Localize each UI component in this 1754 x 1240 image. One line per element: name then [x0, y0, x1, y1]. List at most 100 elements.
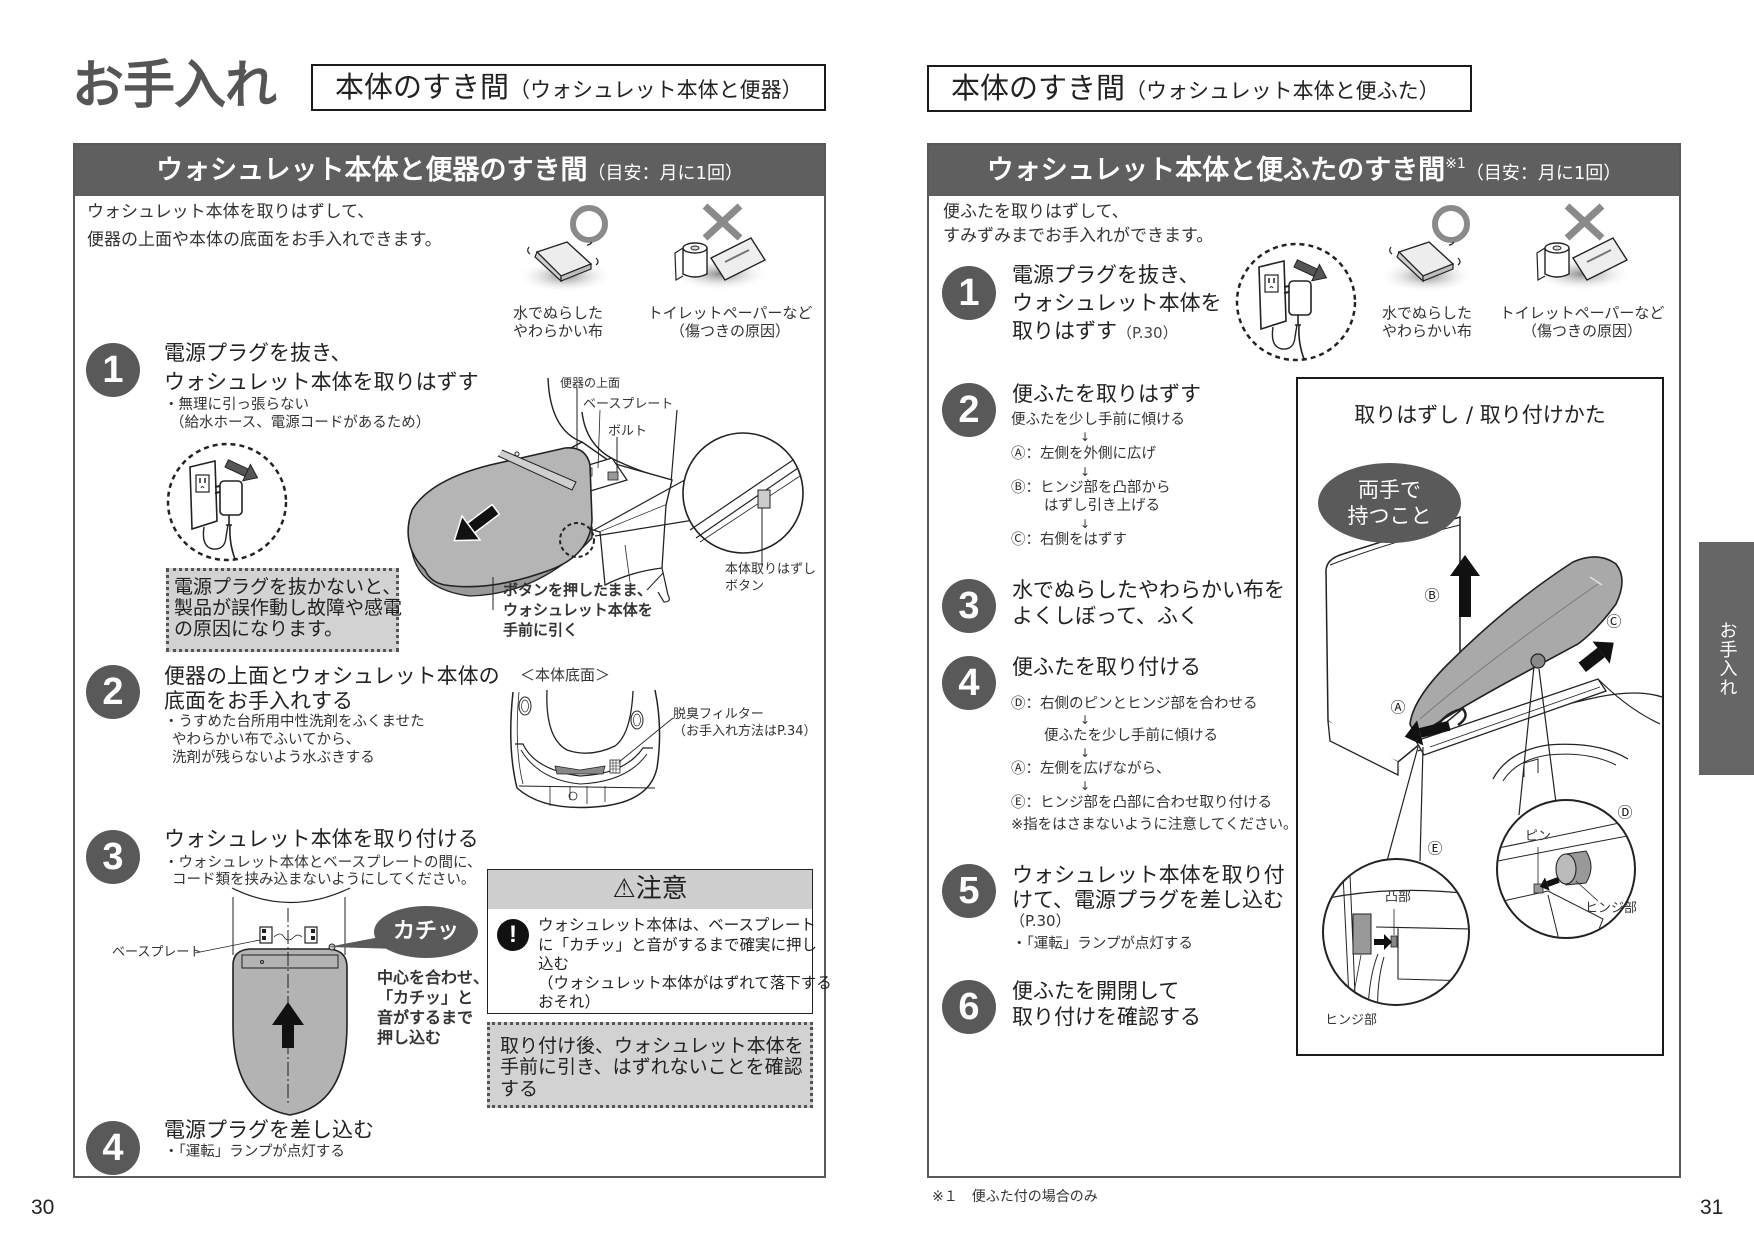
attach-instruction: 中心を合わせ、 — [377, 968, 490, 987]
caution-header: ⚠注意 — [488, 870, 812, 909]
step-note: （給水ホース、電源コードがあるため） — [170, 415, 431, 431]
down-arrow-icon: ↓ — [1080, 465, 1091, 479]
exclamation-icon: ! — [497, 919, 529, 951]
step-title: ウォシュレット本体を取り付ける — [164, 827, 479, 851]
page-number-left: 30 — [31, 1196, 55, 1219]
lid-removal-illustration — [1322, 515, 1663, 1006]
attach-instruction: 「カチッ」と — [377, 988, 474, 1007]
page-number-right: 31 — [1700, 1196, 1724, 1219]
good-caption-line: やわらかい布 — [1381, 322, 1472, 340]
attach-instruction: 押し込む — [377, 1028, 442, 1047]
step-note: 洗剤が残らないよう水ぶきする — [172, 750, 375, 766]
step-title: 電源プラグを抜き、 — [1012, 263, 1200, 287]
label-release-button: 本体取りはずし — [725, 562, 817, 577]
step-number-1: 1 — [86, 343, 140, 397]
intro-line: 便器の上面や本体の底面をお手入れできます。 — [87, 230, 442, 250]
step-title: ウォシュレット本体を — [1012, 291, 1222, 315]
marker-b: Ⓑ — [1424, 586, 1440, 605]
step-title: 便ふたを取り付ける — [1012, 655, 1201, 679]
step-note: やわらかい布でふいてから、 — [172, 732, 361, 748]
step-title: 電源プラグを差し込む — [164, 1118, 374, 1142]
step-title-text: 取りはずす — [1012, 319, 1117, 343]
warning-line: 製品が誤作動し故障や感電 — [174, 597, 403, 619]
down-arrow-icon: ↓ — [1080, 430, 1091, 444]
step-note: Ⓐ：左側を外側に広げ — [1011, 446, 1156, 462]
label-pin: ピン — [1524, 829, 1552, 844]
step-title: よくしぼって、ふく — [1012, 604, 1199, 628]
caution-line: （ウォシュレット本体がはずれて落下する — [538, 974, 832, 992]
bubble-line: 両手で — [1358, 478, 1421, 502]
bad-caption-line: （傷つきの原因） — [1521, 322, 1642, 340]
right-panel-header: ウォシュレット本体と便ふたのすき間※1（目安：月に1回） — [929, 145, 1679, 196]
caution-line: おそれ） — [538, 993, 601, 1011]
heading-sub: （ウォシュレット本体と便器） — [509, 78, 803, 102]
intro-line: 便ふたを取りはずして、 — [943, 202, 1129, 222]
step-title: ウォシュレット本体を取りはずす — [164, 370, 479, 394]
unplug-illustration-icon — [166, 442, 288, 562]
step-number-1: 1 — [942, 266, 996, 320]
page-reference-link[interactable]: （P.30） — [1010, 912, 1071, 930]
footnote: ※１ 便ふた付の場合のみ — [932, 1189, 1098, 1205]
left-panel: ウォシュレット本体と便器のすき間（目安：月に1回） — [73, 143, 826, 1178]
caution-box: ⚠注意 — [487, 869, 813, 1014]
page-reference-link[interactable]: （P.30） — [1117, 324, 1178, 342]
step-note: ・「運転」ランプが点灯する — [1012, 936, 1193, 952]
step-note: Ⓑ：ヒンジ部を凸部から — [1011, 480, 1171, 496]
left-heading-box: 本体のすき間（ウォシュレット本体と便器） — [311, 64, 826, 111]
step-title: けて、電源プラグを差し込む — [1012, 888, 1284, 912]
step-number-3: 3 — [942, 579, 996, 633]
step-note: ・うすめた台所用中性洗剤をふくませた — [164, 714, 425, 730]
step-note: 便ふたを少し手前に傾ける — [1044, 728, 1218, 744]
step-note: 便ふたを少し手前に傾ける — [1011, 412, 1185, 428]
heading-sub: （ウォシュレット本体と便ふた） — [1125, 79, 1440, 103]
attach-instruction: 音がするまで — [377, 1008, 474, 1027]
warning-triangle-icon: ⚠ — [612, 874, 636, 904]
label-release-button: ボタン — [725, 579, 765, 594]
removal-instruction: ボタンを押したまま、 — [503, 581, 652, 599]
label-base-plate: ベースプレート — [112, 945, 203, 960]
confirm-line: 取り付け後、ウォシュレット本体を — [500, 1035, 804, 1057]
step-title: 便ふたを開閉して — [1012, 979, 1180, 1003]
confirm-line: 手前に引き、はずれないことを確認 — [500, 1056, 803, 1078]
cross-ng-icon — [1532, 203, 1632, 291]
step-note: ・ウォシュレット本体とベースプレートの間に、 — [164, 855, 482, 871]
warning-line: 電源プラグを抜かないと、 — [174, 576, 402, 598]
removal-instruction: ウォシュレット本体を — [503, 601, 653, 619]
washlet-removal-illustration — [407, 377, 804, 610]
step-title: 便ふたを取りはずす — [1012, 382, 1201, 406]
section-title: お手入れ — [72, 56, 277, 116]
intro-line: すみずみまでお手入れができます。 — [943, 226, 1214, 246]
removal-instruction: 手前に引く — [503, 621, 579, 639]
washlet-attach-illustration — [194, 887, 351, 1116]
click-sound-bubble: カチッ — [374, 906, 478, 958]
step-number-2: 2 — [942, 383, 996, 437]
step-note: ・「運転」ランプが点灯する — [164, 1144, 345, 1160]
section-index-tab[interactable]: お手入れ — [1699, 542, 1754, 775]
step-number-5: 5 — [942, 864, 996, 918]
bad-caption-line: （傷つきの原因） — [669, 322, 790, 340]
step-title: 底面をお手入れする — [164, 689, 353, 713]
step-number-4: 4 — [942, 656, 996, 710]
right-heading-box: 本体のすき間（ウォシュレット本体と便ふた） — [927, 65, 1472, 112]
intro-line: ウォシュレット本体を取りはずして、 — [87, 202, 375, 222]
step-title: ウォシュレット本体を取り付 — [1012, 863, 1285, 887]
caution-line: 込む — [538, 955, 570, 973]
step-note: Ⓐ：左側を広げながら、 — [1011, 761, 1171, 777]
confirm-line: する — [500, 1078, 539, 1100]
marker-d: Ⓓ — [1617, 803, 1633, 822]
figure-title: 取りはずし / 取り付けかた — [1354, 403, 1606, 427]
unplug-illustration-icon — [1235, 242, 1357, 362]
warning-line: の原因になります。 — [174, 618, 344, 640]
circle-ok-icon — [1379, 205, 1475, 293]
marker-a: Ⓐ — [1390, 698, 1406, 717]
marker-c: Ⓒ — [1606, 612, 1622, 631]
cross-ng-icon — [670, 203, 770, 291]
step-note: Ⓓ：右側のピンとヒンジ部を合わせる — [1011, 696, 1258, 712]
bubble-line: 持つこと — [1347, 504, 1432, 528]
label-hinge-right: ヒンジ部 — [1584, 901, 1638, 916]
caution-line: に「カチッ」と音がするまで確実に押し — [538, 936, 818, 954]
section-index-label: お手入れ — [1716, 620, 1738, 697]
figure-title-body-bottom: ＜本体底面＞ — [520, 666, 611, 684]
panel-header-note: （目安：月に1回） — [587, 163, 743, 184]
